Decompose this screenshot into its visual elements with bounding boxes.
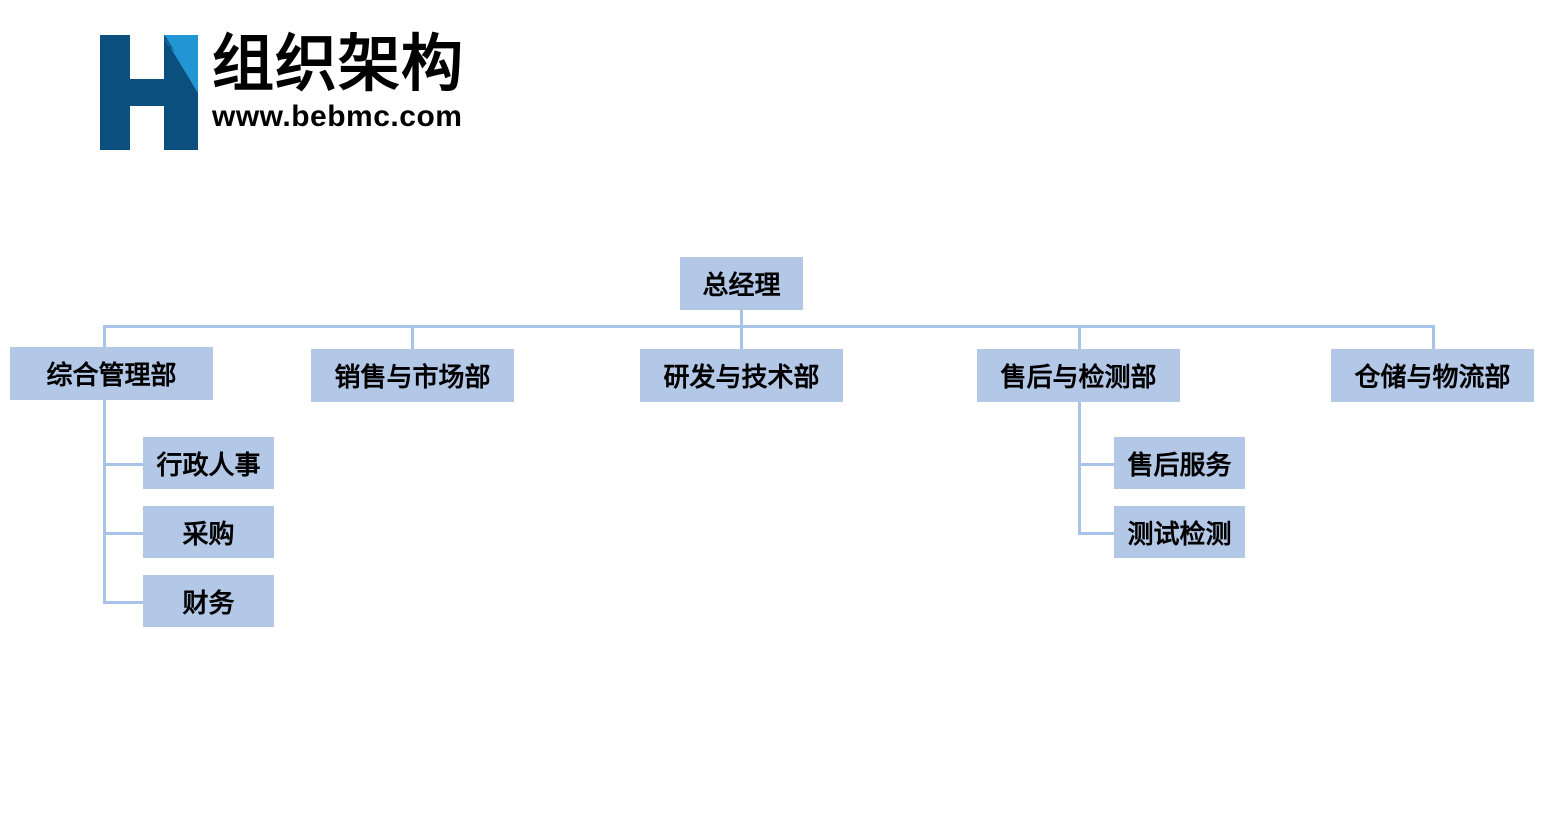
connector-root-stem [740,310,743,327]
connector-drop-dept-3 [740,325,743,350]
connector-horizontal-bus [103,325,1435,328]
org-node-dept-1-child-1[interactable]: 行政人事 [143,437,274,489]
connector-drop-dept-1 [103,325,106,350]
org-node-dept-1-child-2[interactable]: 采购 [143,506,274,558]
page-title: 组织架构 [212,30,465,99]
org-node-dept-1-child-3[interactable]: 财务 [143,575,274,627]
connector-elbow-dept-1-child-3 [103,601,145,604]
brand-header: 组织架构 www.bebmc.com [100,33,520,158]
org-node-dept-1[interactable]: 综合管理部 [10,347,213,400]
org-node-dept-5[interactable]: 仓储与物流部 [1331,349,1534,402]
org-node-dept-4[interactable]: 售后与检测部 [977,349,1180,402]
brand-website-url: www.bebmc.com [212,100,463,134]
bebmc-h-logo-icon [100,35,198,150]
connector-drop-dept-5 [1432,325,1435,350]
connector-spine-dept-1 [103,400,106,602]
connector-elbow-dept-1-child-1 [103,463,145,466]
org-node-dept-2[interactable]: 销售与市场部 [311,349,514,402]
connector-spine-dept-4 [1078,402,1081,535]
connector-elbow-dept-4-child-1 [1078,463,1116,466]
org-node-dept-3[interactable]: 研发与技术部 [640,349,843,402]
connector-elbow-dept-4-child-2 [1078,532,1116,535]
brand-text-block: 组织架构 www.bebmc.com [212,33,512,132]
org-node-dept-4-child-1[interactable]: 售后服务 [1114,437,1245,489]
connector-drop-dept-4 [1078,325,1081,350]
connector-elbow-dept-1-child-2 [103,532,145,535]
connector-drop-dept-2 [411,325,414,350]
org-node-dept-4-child-2[interactable]: 测试检测 [1114,506,1245,558]
org-node-root[interactable]: 总经理 [680,257,803,310]
